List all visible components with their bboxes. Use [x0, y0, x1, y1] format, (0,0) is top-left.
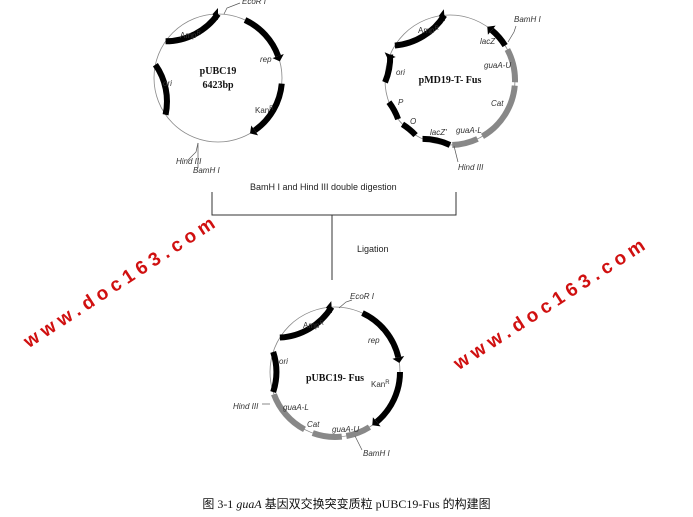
- feature-label: BamH I: [363, 449, 390, 458]
- gene-segment: [311, 430, 343, 440]
- feature-label: guaA-U: [484, 61, 511, 70]
- direction-arrow-icon: [384, 52, 396, 60]
- feature-label: lacZ: [480, 37, 496, 46]
- gene-segment: [279, 305, 335, 341]
- direction-arrow-icon: [392, 356, 405, 363]
- feature-label: guaA-U: [332, 425, 359, 434]
- caption-gene: guaA: [236, 497, 262, 511]
- gene-segment: [345, 424, 372, 439]
- feature-label: AmpR: [303, 321, 324, 330]
- gene-segment: [386, 100, 401, 121]
- feature-label: rep: [368, 336, 380, 345]
- gene-segment: [480, 85, 518, 139]
- gene-segment: [271, 393, 306, 433]
- feature-label: KanR: [255, 106, 274, 115]
- feature-label: Cat: [307, 420, 320, 429]
- gene-segment: [374, 371, 403, 425]
- gene-segment: [152, 62, 170, 116]
- site-marker: [223, 2, 241, 15]
- figure-caption: 图 3-1 guaA 基因双交换突变质粒 pUBC19-Fus 的构建图: [0, 495, 693, 512]
- feature-label: rep: [260, 55, 272, 64]
- site-marker: [187, 142, 199, 161]
- gene-segment: [252, 83, 285, 133]
- gene-segment: [452, 136, 479, 148]
- feature-label: Hind III: [458, 163, 484, 172]
- direction-arrow-icon: [212, 8, 218, 20]
- feature-label: ori: [163, 79, 172, 88]
- feature-label: Hind III: [233, 402, 259, 411]
- digestion-bracket: [211, 192, 457, 216]
- feature-label: BamH I: [514, 15, 541, 24]
- gene-segment: [489, 27, 508, 48]
- caption-prefix: 图 3-1: [202, 497, 237, 511]
- plasmid-name: pUBC19: [200, 66, 237, 77]
- feature-label: P: [398, 98, 404, 107]
- site-marker: [338, 299, 353, 309]
- connector-lines: [211, 192, 457, 280]
- feature-label: EcoR I: [350, 292, 375, 301]
- gene-segment: [361, 310, 402, 359]
- feature-label: ori: [396, 68, 405, 77]
- site-marker: [354, 435, 363, 451]
- direction-arrow-icon: [372, 417, 381, 427]
- direction-arrow-icon: [438, 9, 445, 22]
- site-marker: [507, 25, 517, 43]
- caption-rest: 基因双交换突变质粒 pUBC19-Fus 的构建图: [261, 497, 491, 511]
- direction-arrow-icon: [487, 25, 496, 35]
- gene-segment: [400, 121, 418, 138]
- feature-label: guaA-L: [283, 403, 309, 412]
- gene-segment: [394, 13, 447, 49]
- plasmid-name: pMD19-T- Fus: [419, 75, 482, 86]
- feature-label: Hind III: [176, 157, 202, 166]
- feature-label: AmpR: [180, 31, 201, 40]
- feature-label: EcoR I: [242, 0, 267, 6]
- site-marker: [453, 145, 459, 163]
- direction-arrow-icon: [250, 125, 259, 136]
- digestion-label: BamH I and Hind III double digestion: [250, 182, 397, 192]
- feature-label: BamH I: [193, 166, 220, 175]
- gene-segment: [504, 48, 518, 83]
- gene-segment: [165, 12, 221, 45]
- feature-label: O: [410, 117, 416, 126]
- feature-label: KanR: [371, 380, 390, 389]
- plasmid-name: pUBC19- Fus: [306, 373, 364, 384]
- gene-segment: [243, 17, 281, 58]
- feature-label: lacZ': [430, 128, 447, 137]
- feature-label: ori: [279, 357, 288, 366]
- ligation-label: Ligation: [357, 244, 389, 254]
- feature-label: AmpR: [418, 26, 439, 35]
- direction-arrow-icon: [272, 54, 284, 62]
- gene-segment: [270, 350, 280, 394]
- plasmid-size: 6423bp: [202, 80, 234, 91]
- gene-segment: [422, 135, 452, 148]
- feature-label: Cat: [491, 99, 504, 108]
- direction-arrow-icon: [325, 301, 332, 314]
- feature-label: guaA-L: [456, 126, 482, 135]
